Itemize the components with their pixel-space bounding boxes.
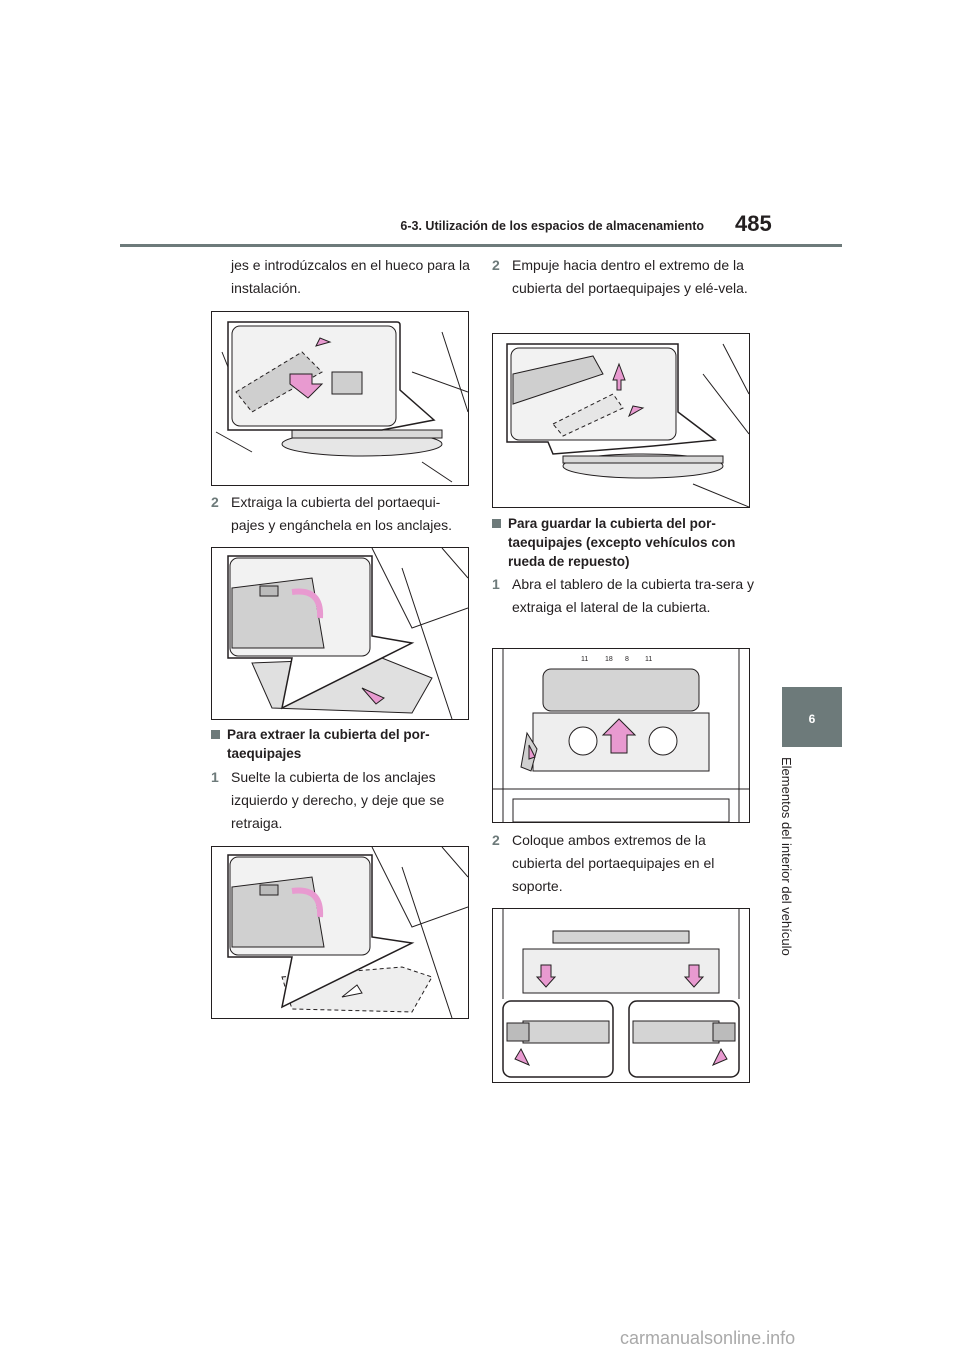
heading-remove-cover: Para extraer la cubierta del por-taequip…	[211, 725, 471, 763]
step-number: 2	[492, 257, 500, 273]
trunk-label-4: 11	[645, 656, 652, 663]
step-text: Coloque ambos extremos de la cubierta de…	[512, 832, 715, 894]
step-text: Empuje hacia dentro el extremo de la cub…	[512, 257, 748, 296]
section-header: 6-3. Utilización de los espacios de alma…	[400, 219, 704, 233]
figure-push-raise	[492, 333, 750, 508]
watermark: carmanualsonline.info	[620, 1328, 796, 1348]
header-rule	[120, 244, 842, 247]
step-text: Suelte la cubierta de los anclajes izqui…	[231, 769, 445, 831]
figure-hook-anchors	[211, 547, 469, 720]
step-1-release: 1 Suelte la cubierta de los anclajes izq…	[211, 766, 471, 835]
heading-text: Para extraer la cubierta del por-taequip…	[227, 727, 430, 761]
step-2-extract: 2 Extraiga la cubierta del portaequi-paj…	[211, 491, 471, 537]
figure-insert-anchors	[211, 311, 469, 486]
figure-place-support	[492, 908, 750, 1083]
step-number: 2	[492, 832, 500, 848]
figure-retract-cover	[211, 846, 469, 1019]
trunk-label-1: 11	[581, 656, 588, 663]
step-2-place-support: 2 Coloque ambos extremos de la cubierta …	[492, 829, 754, 898]
heading-store-cover: Para guardar la cubierta del por-taequip…	[492, 514, 754, 571]
chapter-tab-number: 6	[808, 712, 816, 726]
step-1-open-board: 1 Abra el tablero de la cubierta tra-ser…	[492, 573, 754, 619]
step-number: 2	[211, 494, 219, 510]
chapter-tab	[782, 687, 842, 747]
heading-text: Para guardar la cubierta del por-taequip…	[508, 516, 736, 569]
step-text: Extraiga la cubierta del portaequi-pajes…	[231, 494, 453, 533]
page-number: 485	[735, 211, 772, 236]
chapter-tab-label-text: Elementos del interior del vehículo	[779, 757, 794, 956]
figure-open-trunk-board: 11 18 8 11	[492, 648, 750, 823]
step-number: 1	[492, 576, 500, 592]
step-number: 1	[211, 769, 219, 785]
intro-paragraph: jes e introdúzcalos en el hueco para la …	[231, 257, 470, 296]
heading-square-icon	[492, 519, 501, 528]
trunk-label-3: 8	[625, 656, 629, 663]
step-text: Abra el tablero de la cubierta tra-sera …	[512, 576, 755, 615]
trunk-label-2: 18	[605, 656, 613, 663]
step-2-push: 2 Empuje hacia dentro el extremo de la c…	[492, 254, 754, 300]
chapter-tab-label: Elementos del interior del vehículo	[776, 757, 796, 967]
heading-square-icon	[211, 730, 220, 739]
